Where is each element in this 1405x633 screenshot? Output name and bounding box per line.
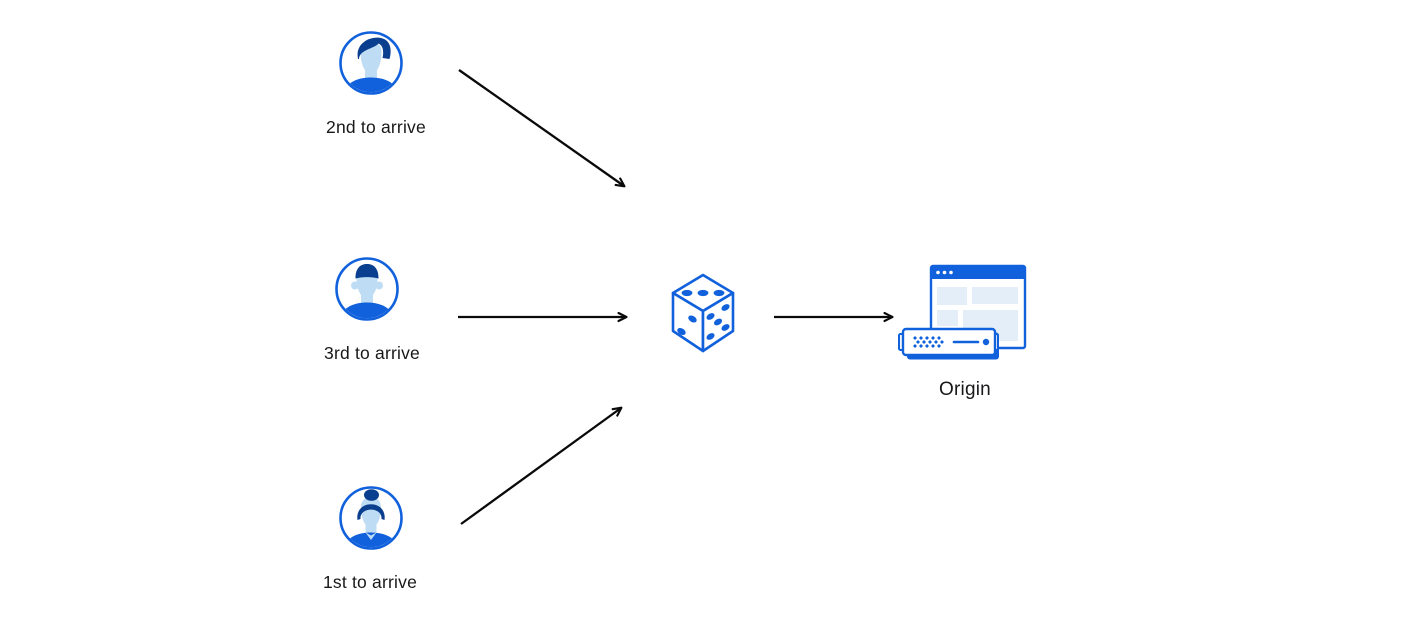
origin: Origin	[898, 262, 1028, 400]
randomizer	[668, 272, 738, 359]
client-1st: 1st to arrive	[323, 486, 417, 592]
female-avatar-bun	[339, 486, 403, 550]
client-label: 3rd to arrive	[324, 343, 420, 363]
dice-icon	[671, 273, 735, 353]
server-vent-pattern	[913, 336, 944, 348]
arrow-client2-to-randomizer	[458, 69, 624, 186]
client-label: 1st to arrive	[322, 572, 418, 592]
arrow-client1-to-randomizer	[460, 408, 621, 525]
origin-label: Origin	[939, 379, 991, 400]
origin-icon	[898, 264, 1027, 360]
male-avatar-flat-hair	[335, 257, 399, 321]
client-label: 2nd to arrive	[326, 117, 426, 137]
client-3rd: 3rd to arrive	[324, 257, 420, 363]
client-2nd: 2nd to arrive	[326, 31, 426, 137]
male-avatar-swept-hair	[339, 31, 403, 95]
